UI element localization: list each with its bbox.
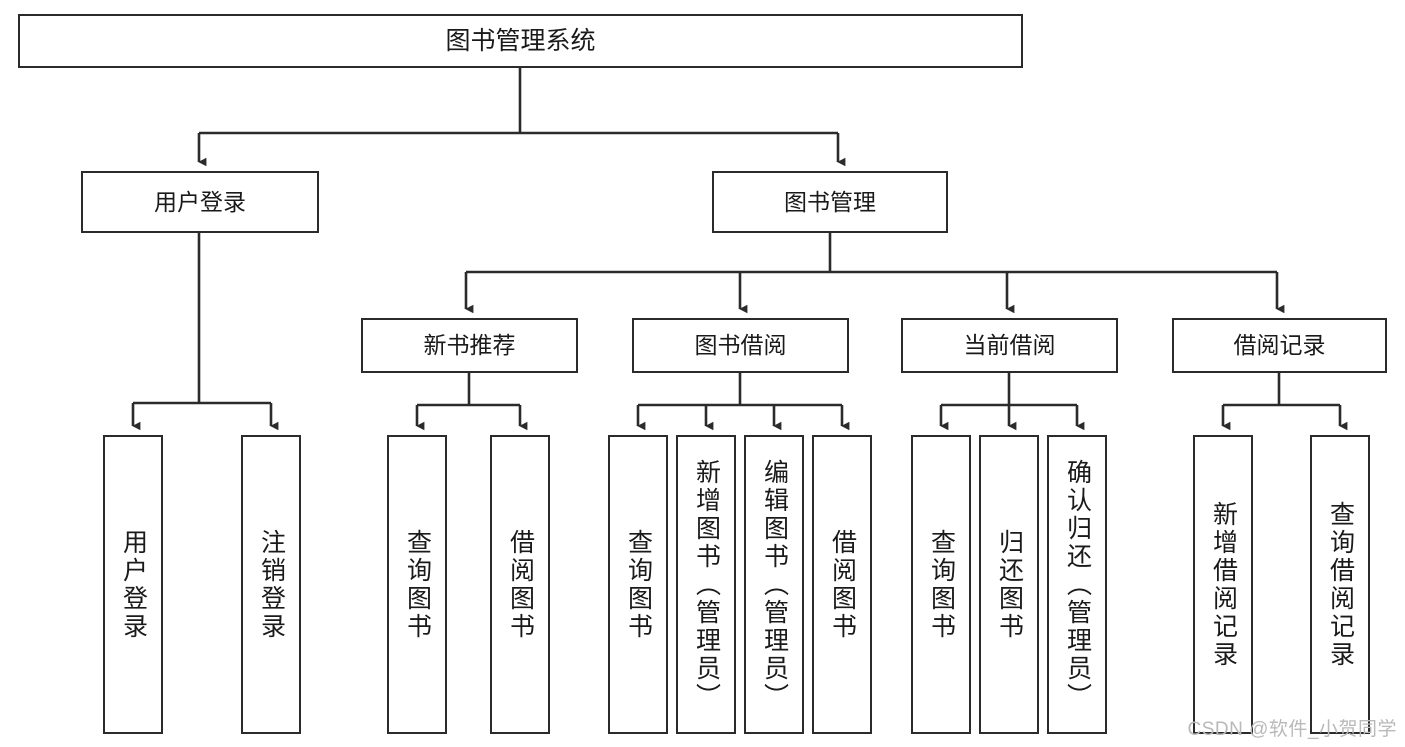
node-leaf-borrow-borrow-book[interactable]: 借阅图书	[812, 435, 872, 734]
node-leaf-current-query-book[interactable]: 查询图书	[911, 435, 971, 734]
node-root-label: 图书管理系统	[445, 26, 596, 55]
node-new-book-recommend[interactable]: 新书推荐	[361, 318, 578, 373]
node-book-management[interactable]: 图书管理	[712, 171, 948, 233]
node-root[interactable]: 图书管理系统	[18, 14, 1023, 68]
node-leaf-borrow-query-book-label: 查询图书	[624, 528, 653, 641]
node-current-borrow-label: 当前借阅	[963, 332, 1056, 358]
node-leaf-current-confirm-return-label: 确认归还（管理员）	[1063, 458, 1092, 711]
node-new-book-recommend-label: 新书推荐	[423, 332, 516, 358]
node-leaf-user-logout-label: 注销登录	[257, 528, 286, 641]
node-leaf-record-query-record[interactable]: 查询借阅记录	[1310, 435, 1370, 734]
node-leaf-current-return-book-label: 归还图书	[995, 528, 1024, 641]
node-leaf-user-login-label: 用户登录	[119, 528, 148, 641]
node-user-login-label: 用户登录	[154, 188, 246, 215]
node-book-borrow[interactable]: 图书借阅	[632, 318, 849, 373]
node-leaf-recommend-borrow-book[interactable]: 借阅图书	[490, 435, 550, 734]
node-leaf-record-add-record[interactable]: 新增借阅记录	[1193, 435, 1253, 734]
node-current-borrow[interactable]: 当前借阅	[901, 318, 1118, 373]
node-leaf-borrow-edit-book-label: 编辑图书（管理员）	[760, 458, 789, 711]
node-borrow-record[interactable]: 借阅记录	[1172, 318, 1387, 373]
node-user-login[interactable]: 用户登录	[81, 171, 319, 233]
node-leaf-borrow-borrow-book-label: 借阅图书	[828, 528, 857, 641]
node-leaf-recommend-query-book-label: 查询图书	[403, 528, 432, 641]
node-book-borrow-label: 图书借阅	[694, 332, 787, 358]
node-borrow-record-label: 借阅记录	[1233, 332, 1326, 358]
node-leaf-record-add-record-label: 新增借阅记录	[1209, 500, 1238, 669]
node-leaf-recommend-borrow-book-label: 借阅图书	[506, 528, 535, 641]
node-leaf-current-query-book-label: 查询图书	[927, 528, 956, 641]
node-leaf-user-logout[interactable]: 注销登录	[241, 435, 301, 734]
node-leaf-borrow-edit-book[interactable]: 编辑图书（管理员）	[744, 435, 804, 734]
node-leaf-borrow-query-book[interactable]: 查询图书	[608, 435, 668, 734]
node-leaf-borrow-add-book-label: 新增图书（管理员）	[692, 458, 721, 711]
csdn-watermark: CSDN @软件_小贺同学	[1187, 719, 1397, 740]
node-leaf-record-query-record-label: 查询借阅记录	[1326, 500, 1355, 669]
node-book-management-label: 图书管理	[784, 188, 876, 215]
node-leaf-borrow-add-book[interactable]: 新增图书（管理员）	[676, 435, 736, 734]
node-leaf-recommend-query-book[interactable]: 查询图书	[387, 435, 447, 734]
node-leaf-user-login[interactable]: 用户登录	[103, 435, 163, 734]
node-leaf-current-confirm-return[interactable]: 确认归还（管理员）	[1047, 435, 1107, 734]
node-leaf-current-return-book[interactable]: 归还图书	[979, 435, 1039, 734]
